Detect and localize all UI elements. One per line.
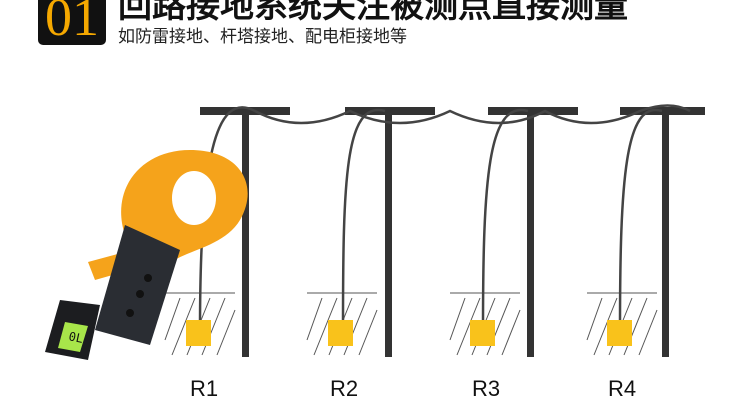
- poles: [200, 107, 705, 357]
- label-r4: R4: [608, 376, 637, 401]
- subtitle: 如防雷接地、杆塔接地、配电柜接地等: [118, 27, 407, 47]
- label-r3: R3: [472, 376, 501, 401]
- page-title: 回路接地系统关注被测点直接测量: [118, 0, 628, 26]
- ground-hatching: [164, 292, 658, 356]
- electrodes: [186, 320, 632, 346]
- clamp-meter: 0L: [45, 150, 248, 360]
- meter-display: 0L: [67, 329, 84, 346]
- number-badge: 01: [38, 0, 106, 45]
- label-r1: R1: [190, 376, 219, 401]
- ground-wires: [198, 104, 691, 331]
- label-r2: R2: [330, 376, 359, 401]
